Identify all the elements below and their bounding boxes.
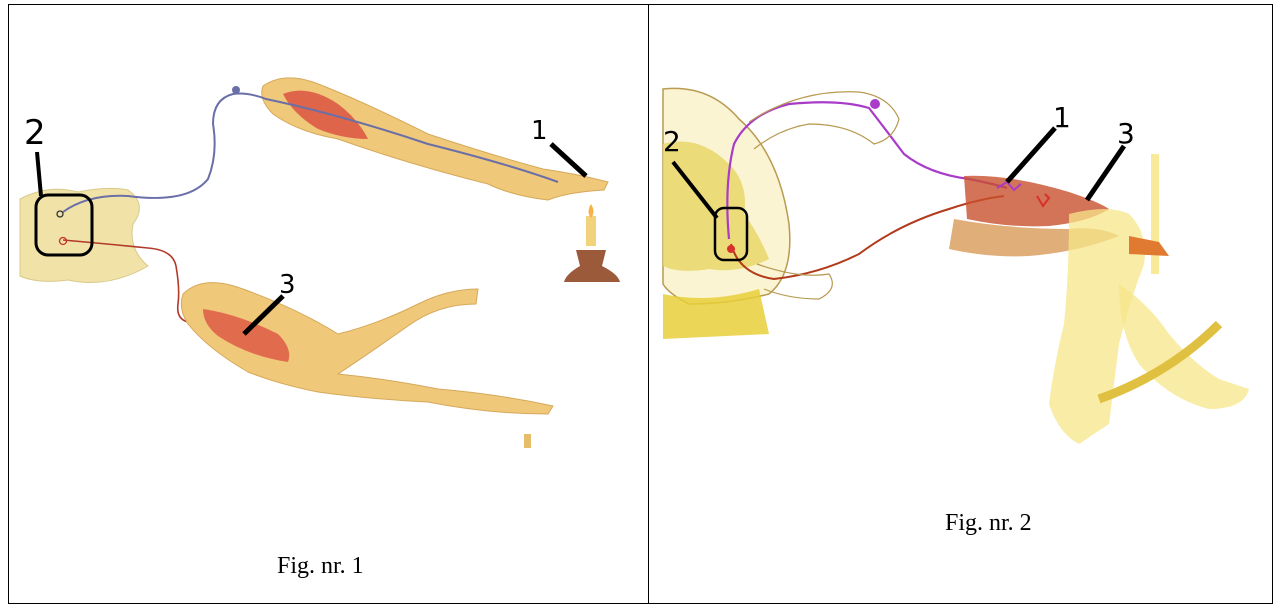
pointer-line-3 [1087, 146, 1124, 200]
candle-holder [564, 250, 620, 282]
figure-2-label-3: 3 [1117, 120, 1135, 148]
figure-1-cell: 1 2 3 [8, 4, 648, 604]
sensory-ganglion [870, 99, 880, 109]
figure-1-label-3: 3 [279, 272, 296, 298]
spinal-cord-section [20, 188, 148, 282]
reflex-hammer-head [1129, 236, 1169, 256]
candle-1-flame [589, 204, 594, 218]
figure-1-label-1: 1 [531, 118, 548, 144]
candle-1 [586, 216, 596, 246]
figure-2-label-2: 2 [663, 128, 681, 156]
pointer-line-2 [37, 152, 41, 196]
figure-2-caption: Fig. nr. 2 [945, 510, 1032, 537]
motor-neuron-body [727, 245, 735, 253]
pointer-line-1 [1007, 128, 1055, 182]
figure-1-caption: Fig. nr. 1 [277, 553, 364, 580]
figure-2-label-1: 1 [1053, 104, 1071, 132]
candle-2 [524, 434, 531, 448]
sensory-ganglion [232, 86, 240, 94]
reflex-hammer-handle [1151, 154, 1159, 274]
figure-1-label-2: 2 [24, 116, 46, 150]
lower-arm [181, 283, 553, 414]
lower-leg [1119, 284, 1249, 409]
figure-1-illustration [8, 4, 648, 604]
